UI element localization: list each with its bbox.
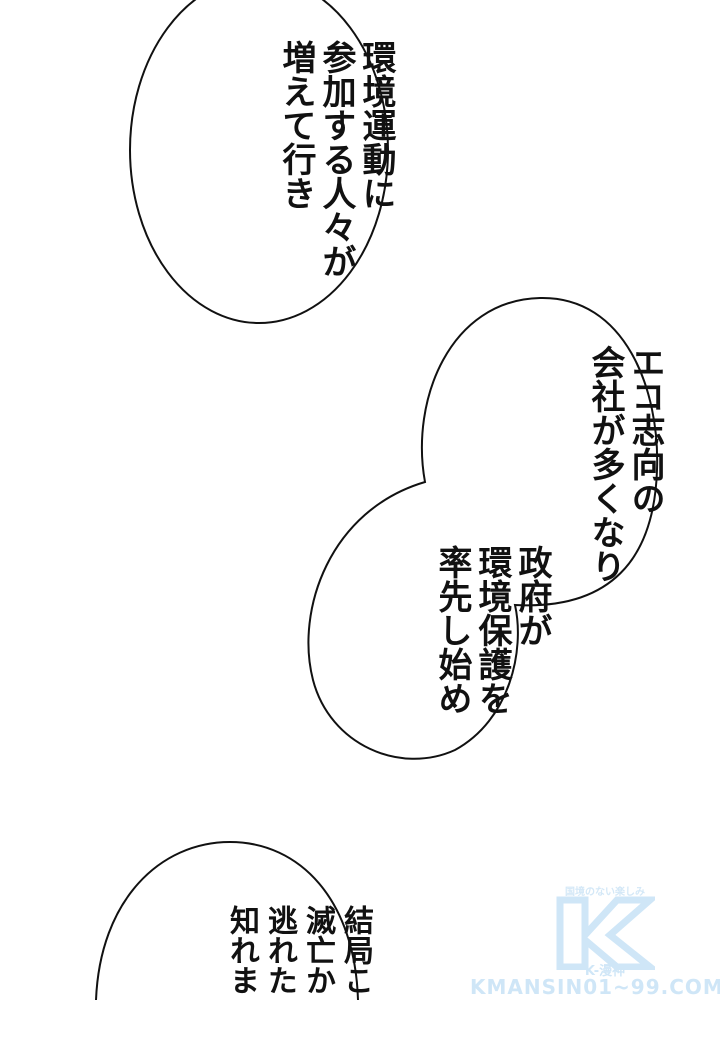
watermark-k-logo-icon: [556, 896, 655, 970]
bubble-2-line-2: 会社が多くなり: [585, 345, 625, 583]
speech-bubble-1-outline: [129, 0, 389, 324]
speech-bubble-4-outline: [95, 840, 359, 1000]
bubble-1-line-1: 環境運動に: [356, 40, 396, 210]
watermark-tagline: 国境のない楽しみ: [565, 887, 645, 898]
speech-bubble-1: 環境運動に参加する人々が増えて行き: [196, 40, 476, 278]
speech-bubble-2-3-outline: [307, 296, 659, 760]
bubble-4-line-2: 滅亡か: [300, 905, 335, 995]
bubble-4-line-3: 逃れた: [262, 905, 297, 995]
watermark-subtitle: K-漫神: [584, 964, 626, 979]
speech-bubble-outlines: [95, 0, 659, 1000]
bubble-4-line-1: 結局こ: [338, 905, 373, 995]
watermark-url: KMANSIN01~99.COM: [470, 975, 720, 999]
bubble-3-line-2: 環境保護を: [472, 545, 512, 715]
bubble-3-line-3: 率先し始め: [432, 545, 472, 715]
bubble-2-line-1: エコ志向の: [625, 345, 665, 515]
bubble-1-line-3: 増えて行き: [276, 40, 316, 210]
speech-bubble-3: 政府が環境保護を率先し始め: [352, 545, 632, 715]
speech-bubble-2: エコ志向の会社が多くなり: [505, 345, 720, 583]
bubble-1-line-2: 参加する人々が: [316, 40, 356, 278]
speech-bubble-4: 結局こ滅亡か逃れた知れま: [146, 905, 450, 1045]
bubble-4-line-4: 知れま: [224, 905, 259, 995]
bubble-3-line-1: 政府が: [512, 545, 552, 647]
manga-page: 環境運動に参加する人々が増えて行き エコ志向の会社が多くなり 政府が環境保護を率…: [95, 0, 720, 1000]
